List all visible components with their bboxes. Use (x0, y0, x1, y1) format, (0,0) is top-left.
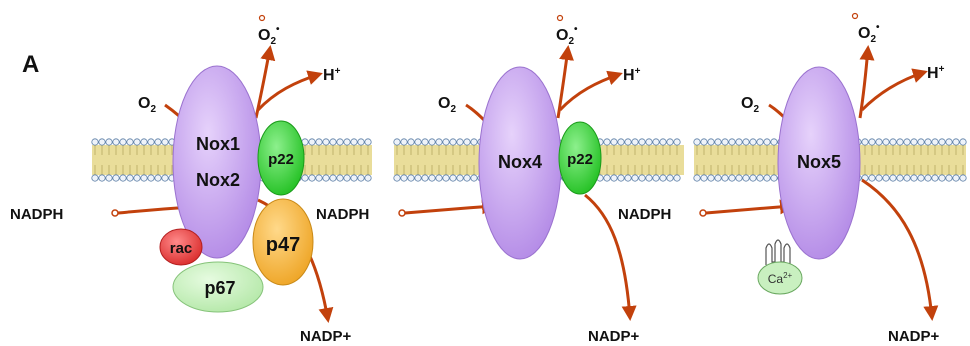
ef-hand-loops (765, 239, 791, 265)
o2-subscript: 2 (150, 104, 156, 115)
superoxide-superscript: • (276, 24, 280, 35)
superoxide-arrow (858, 45, 875, 119)
nadph-arrow (404, 199, 497, 215)
nadp-arrow (861, 178, 939, 321)
superoxide-superscript: • (876, 22, 880, 33)
proton-symbol: H (623, 67, 635, 84)
o2-subscript: 2 (753, 104, 759, 115)
nox4-label: Nox4 (498, 152, 542, 172)
superoxide-symbol: O (556, 27, 568, 44)
nadph-dot (398, 209, 406, 217)
nox5-label: Nox5 (797, 152, 841, 172)
calcium-ion (757, 261, 803, 295)
panel-label: A (22, 51, 39, 78)
superoxide-symbol: O (258, 27, 270, 44)
o2-label: O2 (741, 95, 759, 115)
p22-label: p22 (567, 151, 593, 168)
nox4-complex: Nox4 p22 NADPH NADP+ O2 O2• H+ (316, 14, 641, 345)
proton-superscript: + (335, 66, 341, 77)
o2-label: O2 (138, 95, 156, 115)
o2-symbol: O (438, 95, 450, 112)
p67-subunit (172, 261, 264, 313)
proton-symbol: H (927, 65, 939, 82)
proton-symbol: H (323, 67, 335, 84)
nadph-label: NADPH (316, 206, 369, 223)
p67-label: p67 (204, 278, 235, 298)
radical-dot (851, 12, 859, 20)
superoxide-arrow (254, 45, 276, 119)
nadp-label: NADP+ (300, 328, 352, 345)
proton-label: H+ (623, 66, 641, 84)
o2-symbol: O (138, 95, 150, 112)
proton-arrow (860, 68, 928, 112)
nadph-dot (111, 209, 119, 217)
rac-label: rac (170, 240, 193, 257)
nox1-label: Nox1 (196, 134, 240, 154)
superoxide-symbol: O (858, 25, 870, 42)
nox1-nox2-complex: Nox1 Nox2 p22 p47 p67 rac NADPH NADP+ O2… (10, 14, 352, 345)
superoxide-arrow (556, 45, 574, 119)
proton-arrow (558, 70, 623, 112)
calcium-label: Ca2+ (768, 271, 793, 286)
nox5-complex: Ca2+ Nox5 NADPH NADP+ O2 O2• H+ (618, 12, 945, 345)
p22-subunit (558, 121, 602, 195)
nadph-label: NADPH (618, 206, 671, 223)
nox5-protein (777, 66, 861, 260)
superoxide-subscript: 2 (568, 36, 574, 47)
radical-dot (556, 14, 564, 22)
nadph-label: NADPH (10, 206, 63, 223)
p22-label: p22 (268, 151, 294, 168)
nadph-arrow (705, 199, 795, 215)
proton-arrow (256, 70, 323, 112)
radical-dot (258, 14, 266, 22)
proton-label: H+ (927, 64, 945, 82)
p47-label: p47 (266, 234, 300, 256)
nadp-label: NADP+ (888, 328, 940, 345)
superoxide-label: O2• (556, 24, 578, 47)
superoxide-label: O2• (258, 24, 280, 47)
calcium-superscript: 2+ (783, 271, 792, 280)
proton-label: H+ (323, 66, 341, 84)
proton-superscript: + (635, 66, 641, 77)
calcium-symbol: Ca (768, 272, 784, 286)
superoxide-label: O2• (858, 22, 880, 45)
o2-label: O2 (438, 95, 456, 115)
o2-symbol: O (741, 95, 753, 112)
proton-superscript: + (939, 64, 945, 75)
superoxide-subscript: 2 (870, 34, 876, 45)
nadp-arrow (584, 193, 637, 321)
nadph-dot (699, 209, 707, 217)
rac-subunit (159, 228, 203, 266)
superoxide-subscript: 2 (270, 36, 276, 47)
superoxide-superscript: • (574, 24, 578, 35)
p22-subunit (257, 120, 305, 196)
nadp-label: NADP+ (588, 328, 640, 345)
p47-subunit (252, 198, 314, 286)
nox2-label: Nox2 (196, 170, 240, 190)
o2-subscript: 2 (450, 104, 456, 115)
